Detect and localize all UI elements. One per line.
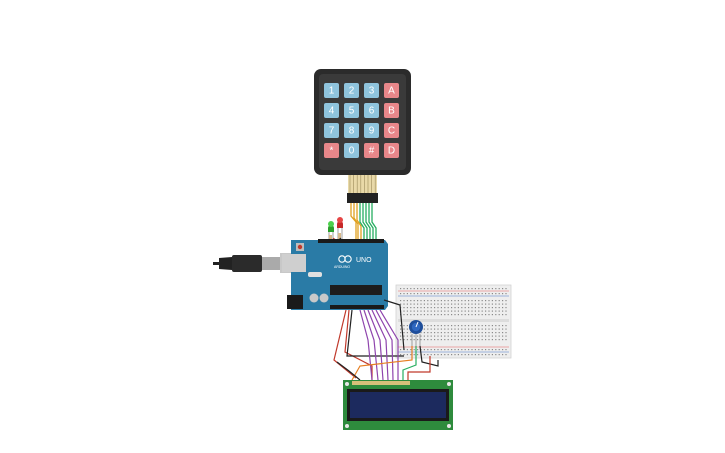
keypad-key-label: # [369,146,375,157]
arduino-model-label: UNO [356,257,372,264]
keypad-key-3[interactable]: 3 [364,83,379,98]
keypad-key-7[interactable]: 7 [324,123,339,138]
keypad-header [347,193,378,203]
keypad-key-hash[interactable]: # [364,143,379,158]
keypad-key-C[interactable]: C [384,123,399,138]
keypad-ribbon [347,175,378,203]
keypad-key-label: 8 [349,126,355,137]
arduino-logo [338,255,352,263]
keypad-key-label: 2 [349,86,355,97]
keypad-key-label: D [388,146,395,157]
keypad-key-label: 1 [329,86,335,97]
keypad-key-5[interactable]: 5 [344,103,359,118]
keypad-key-9[interactable]: 9 [364,123,379,138]
keypad-key-label: 0 [349,146,355,157]
keypad-key-6[interactable]: 6 [364,103,379,118]
keypad-key-label: B [388,106,395,117]
breadboard[interactable] [395,284,512,359]
keypad-key-label: 9 [369,126,375,137]
red-led[interactable] [337,217,343,240]
keypad-key-label: 6 [369,106,375,117]
lcd-wires [333,299,439,381]
keypad-key-A[interactable]: A [384,83,399,98]
keypad-key-4[interactable]: 4 [324,103,339,118]
keypad-key-0[interactable]: 0 [344,143,359,158]
keypad-keys: 1 2 3 A 4 5 6 B 7 8 9 C * 0 # D [324,83,399,158]
keypad-wires [350,203,377,240]
lcd-display[interactable] [343,380,453,430]
keypad-key-label: 5 [349,106,355,117]
arduino-uno-board[interactable]: UNO ARDUINO [282,239,388,310]
arduino-usb-port [282,254,306,272]
keypad-key-label: 7 [329,126,335,137]
green-led[interactable] [328,221,334,240]
keypad-key-label: A [388,86,395,97]
arduino-brand-label: ARDUINO [334,265,350,269]
keypad-key-label: C [388,126,395,137]
keypad-key-label: * [330,146,334,157]
keypad-key-label: 3 [369,86,375,97]
keypad-key-2[interactable]: 2 [344,83,359,98]
keypad-key-D[interactable]: D [384,143,399,158]
arduino-power-jack [287,295,303,309]
arduino-microcontroller [330,285,382,295]
keypad-key-B[interactable]: B [384,103,399,118]
keypad-key-1[interactable]: 1 [324,83,339,98]
potentiometer[interactable] [409,320,423,346]
lcd-screen [350,392,446,418]
keypad-key-8[interactable]: 8 [344,123,359,138]
keypad[interactable]: 1 2 3 A 4 5 6 B 7 8 9 C * 0 # D [314,69,411,175]
keypad-key-star[interactable]: * [324,143,339,158]
keypad-key-label: 4 [329,106,335,117]
breadboard-holes [400,288,507,356]
